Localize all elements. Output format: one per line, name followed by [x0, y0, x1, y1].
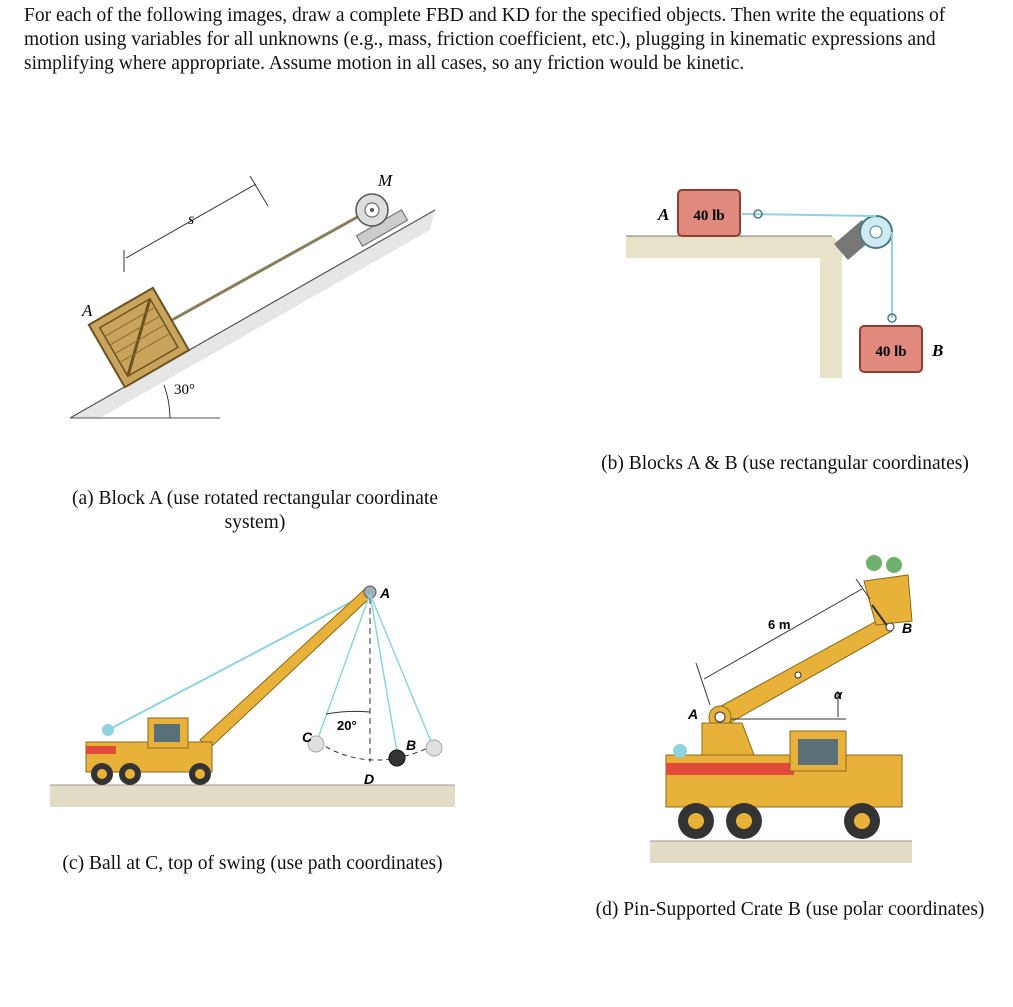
label-a-c: A — [379, 585, 390, 601]
block-b — [859, 325, 923, 373]
caption-a: (a) Block A (use rotated rectangular coo… — [71, 488, 438, 533]
caption-c: (c) Ball at C, top of swing (use path co… — [62, 853, 443, 874]
label-c: C — [302, 729, 313, 745]
crate-a — [87, 286, 191, 389]
weight-a: 40 lb — [693, 208, 724, 224]
ball-b — [388, 749, 406, 767]
label-a: A — [81, 301, 93, 320]
figure-c: A 20° C B D — [50, 585, 455, 807]
label-block-a: A — [657, 205, 669, 224]
crate-b — [863, 574, 913, 626]
angle-label-a: 30° — [174, 382, 195, 398]
label-b-c: B — [406, 737, 416, 753]
pin-a-d — [714, 711, 726, 723]
label-s: s — [188, 211, 194, 228]
figure-d: B 6 m α A — [650, 555, 913, 863]
crane-truck-d — [665, 722, 903, 839]
angle-label-c: 20° — [337, 718, 357, 733]
figure-a: 30° s M A — [69, 171, 436, 419]
caption-b: (b) Blocks A & B (use rectangular coordi… — [601, 453, 969, 474]
ground-c — [50, 785, 455, 807]
ground-d — [650, 841, 912, 863]
weight-b: 40 lb — [875, 344, 906, 360]
crane-boom-d — [711, 616, 893, 726]
ball-c — [307, 735, 325, 753]
label-block-b: B — [931, 341, 943, 360]
ball-ghost — [425, 739, 443, 757]
length-label: 6 m — [768, 617, 790, 632]
crane-truck-c — [85, 717, 213, 785]
caption-d: (d) Pin-Supported Crate B (use polar coo… — [595, 899, 985, 920]
label-a-d: A — [687, 706, 698, 722]
instructions: For each of the following images, draw a… — [24, 5, 946, 74]
figure-b: 40 lb A 40 lb B — [626, 189, 943, 378]
label-b-d: B — [902, 620, 912, 636]
alpha-label: α — [834, 687, 843, 702]
label-d: D — [364, 771, 374, 787]
label-m: M — [377, 171, 393, 190]
cable-a — [171, 208, 371, 322]
pin-b — [885, 622, 895, 632]
cable-horizontal — [741, 213, 877, 217]
block-a — [677, 189, 741, 237]
